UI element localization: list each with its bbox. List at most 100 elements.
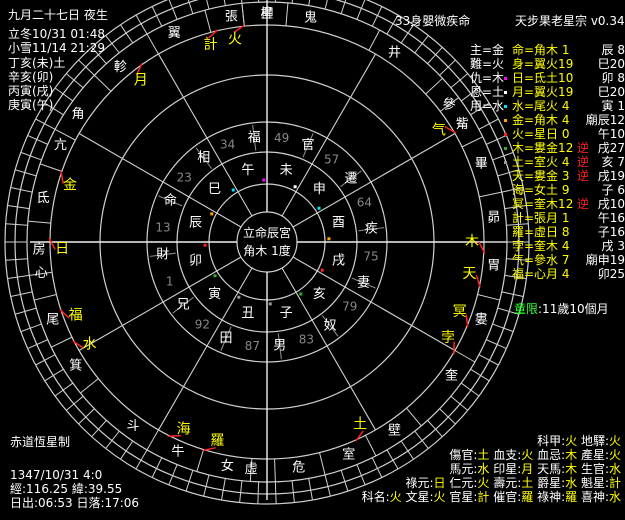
attribute-row: 馬元:水 印星:月 天馬:木 生官:水 xyxy=(362,462,621,476)
attribute-key: 魁星: xyxy=(577,476,609,490)
attribute-key: 傷官: xyxy=(449,448,478,462)
mansion-label: 胃 xyxy=(487,258,500,273)
attribute-value: 火 xyxy=(477,476,490,490)
pillar-hour: 庚寅(午) xyxy=(8,98,54,112)
branch-label: 申 xyxy=(313,182,326,197)
mansion-label: 室 xyxy=(342,446,355,462)
attribute-key: 血支: xyxy=(489,448,522,462)
planet-marker: 福 xyxy=(69,307,83,323)
planet-name: 木=婁金12 xyxy=(512,141,574,155)
attribute-key: 爵星: xyxy=(533,476,566,490)
attribute-value: 計 xyxy=(477,490,490,504)
age-label: 49 xyxy=(274,131,289,145)
attribute-value: 火 xyxy=(608,448,621,462)
attribute-key: 馬元: xyxy=(449,462,478,476)
age-label: 64 xyxy=(357,196,372,210)
ruler-item: 難=火 xyxy=(470,57,505,71)
planet-position: 戌19 xyxy=(597,169,625,183)
mansion-label: 星 xyxy=(260,7,273,22)
attribute-key: 祿元: xyxy=(405,476,434,490)
planet-position: 寅 1 xyxy=(601,99,625,113)
planet-position: 卯 8 xyxy=(601,71,625,85)
planet-name: 月=翼火19 xyxy=(512,85,574,99)
chart-subtitle: 33身嬰微疾命 xyxy=(395,14,471,28)
planet-row: 气=參水 7 廟申19 xyxy=(512,253,625,267)
planet-position: 午16 xyxy=(597,211,625,225)
planet-color-dot xyxy=(504,133,507,136)
pillar-day: 丙寅(戌) xyxy=(8,84,54,98)
mansion-label: 觜 xyxy=(456,117,469,132)
planet-position: 午10 xyxy=(597,127,625,141)
attribute-key: 產星: xyxy=(577,448,609,462)
attribute-key: 仁元: xyxy=(445,476,478,490)
retrograde-flag: 逆 xyxy=(577,169,590,183)
planet-marker: 木 xyxy=(465,234,479,250)
ruler-item: 恩=土 xyxy=(470,85,505,99)
mansion-label: 鬼 xyxy=(304,10,317,26)
chart-datetime: 1347/10/31 4:0 xyxy=(10,468,103,482)
planet-color-dot xyxy=(504,119,507,122)
lunar-date: 九月二十七日 夜生 xyxy=(8,8,108,22)
planet-color-dot xyxy=(504,161,507,164)
planet-marker: 气 xyxy=(432,122,446,138)
planet-name: 計=張月 1 xyxy=(512,211,570,225)
retrograde-flag: 逆 xyxy=(577,141,590,155)
planet-name: 金=角木 4 xyxy=(512,113,570,127)
mansion-label: 亢 xyxy=(54,137,67,153)
planet-position: 戌10 xyxy=(597,197,625,211)
mansion-label: 尾 xyxy=(46,312,59,327)
palace-label: 官 xyxy=(302,137,315,153)
retrograde-flag: 逆 xyxy=(577,197,590,211)
palace-label: 奴 xyxy=(324,317,337,333)
attribute-key: 科甲: xyxy=(537,434,566,448)
planet-position: 廟申19 xyxy=(585,253,625,267)
palace-label: 福 xyxy=(248,130,261,145)
pillar-year: 丁亥(未)土 xyxy=(8,56,66,70)
branch-label: 戌 xyxy=(332,254,345,269)
planet-marker: 土 xyxy=(353,417,367,433)
childhood-limit: 童限:11歲10個月 xyxy=(514,302,609,316)
attribute-key: 官星: xyxy=(445,490,478,504)
branch-label: 酉 xyxy=(332,215,345,230)
mansion-label: 斗 xyxy=(126,419,139,434)
ascendant-degree: 角木 1度 xyxy=(243,243,290,258)
age-label: 92 xyxy=(195,318,210,332)
palace-label: 財 xyxy=(156,247,169,262)
mansion-label: 壁 xyxy=(388,424,401,439)
mansion-label: 婁 xyxy=(475,312,488,327)
planet-name: 火=星日 0 xyxy=(512,127,570,141)
mansion-label: 角 xyxy=(71,107,84,122)
attribute-value: 火 xyxy=(389,490,402,504)
mansion-label: 箕 xyxy=(69,358,82,374)
ruler-item: 用=水 xyxy=(470,99,505,113)
branch-label: 亥 xyxy=(313,287,326,302)
age-label: 83 xyxy=(299,332,314,346)
planet-row: 火=星日 0 午10 xyxy=(504,127,625,141)
branch-label: 子 xyxy=(280,306,293,321)
attribute-value: 羅 xyxy=(565,490,578,504)
attribute-key: 科名: xyxy=(361,490,390,504)
age-label: 57 xyxy=(324,152,339,166)
mansion-label: 畢 xyxy=(475,157,488,172)
attribute-value: 火 xyxy=(521,448,534,462)
attribute-key: 壽元: xyxy=(489,476,522,490)
planet-name: 福=心月 4 xyxy=(512,267,570,281)
planet-name: 海=女土 9 xyxy=(512,183,570,197)
coordinate-system: 赤道恆星制 xyxy=(10,435,71,449)
age-label: 13 xyxy=(155,220,170,234)
star-attributes: 科甲:火 地驛:火傷官:土 血支:火 血忌:木 產星:火馬元:水 印星:月 天馬… xyxy=(362,434,621,504)
age-label: 87 xyxy=(245,339,260,353)
palace-label: 兄 xyxy=(177,298,190,313)
planet-name: 气=參水 7 xyxy=(512,253,570,267)
mansion-label: 參 xyxy=(443,97,456,112)
branch-label: 卯 xyxy=(189,254,202,269)
